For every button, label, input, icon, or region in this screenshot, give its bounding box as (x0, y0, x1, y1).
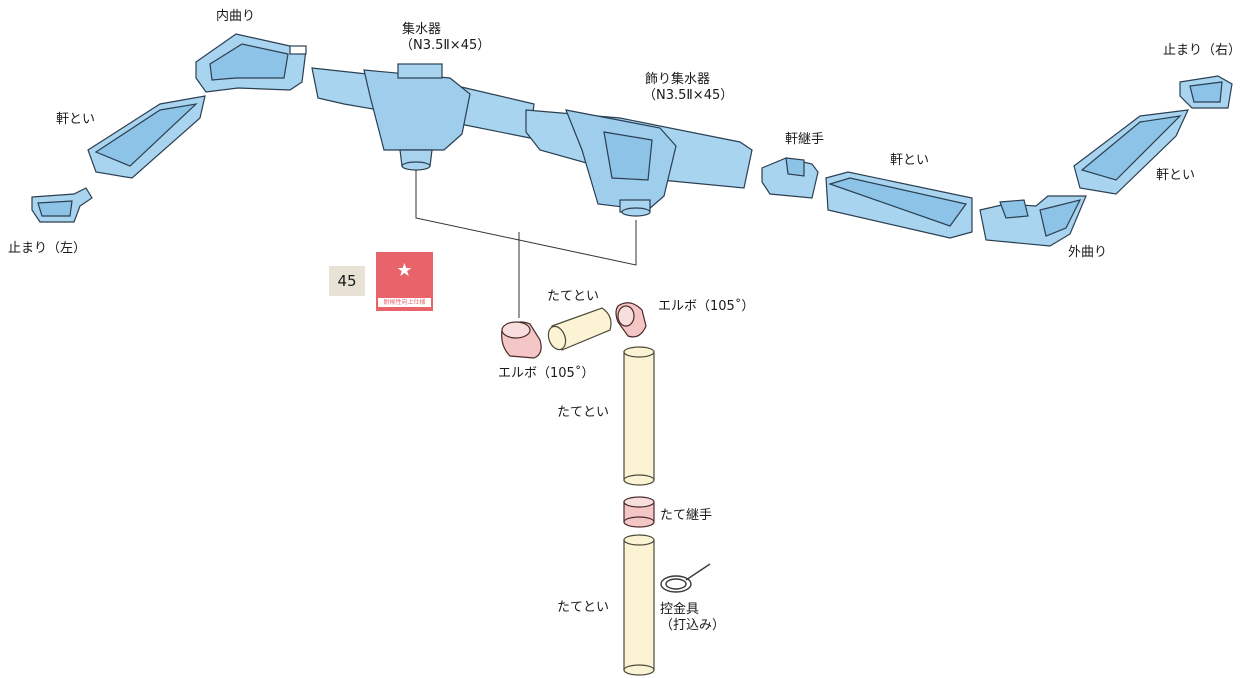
deco-outlet-part (525, 109, 753, 217)
eaves-gutter-left-label: 軒とい (56, 112, 96, 127)
eaves-gutter-mid-part (825, 171, 973, 239)
badge-caption: 耐候性向上仕様 (378, 298, 431, 307)
stop-end-right-label: 止まり（右） (1163, 43, 1242, 58)
elbow-right-part (615, 302, 647, 338)
stop-end-left-part (31, 187, 93, 223)
elbow-left-part (501, 321, 542, 359)
stop-end-left-label: 止まり（左） (8, 241, 87, 256)
outlet-name: 集水器 (402, 22, 442, 37)
downpipe-upper-part (623, 346, 655, 486)
eaves-gutter-left-part (87, 95, 206, 179)
elbow-right-label: エルボ（105˚） (658, 299, 755, 314)
pipe-joint-part (623, 496, 655, 528)
downpipe-lower-label: たてとい (557, 600, 610, 615)
weather-resistance-badge: ★ 耐候性向上仕様 (376, 252, 433, 311)
downpipe-short-part (547, 307, 612, 351)
bracket-spec: （打込み） (660, 618, 726, 633)
outer-corner-label: 外曲り (1068, 245, 1108, 260)
downpipe-short-label: たてとい (547, 289, 600, 304)
bracket-part (660, 563, 711, 593)
downpipe-lower-part (623, 534, 655, 676)
outer-corner-part (979, 195, 1087, 247)
deco-outlet-label: 飾り集水器 （N3.5Ⅱ×45） (643, 72, 734, 104)
star-icon: ★ (396, 260, 413, 281)
outlet-part (311, 63, 535, 171)
eaves-gutter-right-part (1073, 109, 1189, 195)
bracket-name: 控金具 (660, 602, 700, 617)
eaves-joint-part (761, 157, 819, 199)
spec-number-badge: 45 (329, 266, 365, 296)
eaves-gutter-right-label: 軒とい (1156, 168, 1196, 183)
connector-lines (415, 170, 637, 318)
outlet-label: 集水器 （N3.5Ⅱ×45） (400, 22, 491, 54)
bracket-label: 控金具 （打込み） (660, 602, 725, 634)
inner-corner-label: 内曲り (216, 9, 256, 24)
inner-corner-part (195, 33, 307, 93)
eaves-gutter-mid-label: 軒とい (890, 153, 930, 168)
stop-end-right-part (1179, 75, 1233, 109)
deco-outlet-name: 飾り集水器 (645, 72, 711, 87)
outlet-spec: （N3.5Ⅱ×45） (400, 38, 491, 53)
elbow-left-label: エルボ（105˚） (498, 366, 595, 381)
pipe-joint-label: たて継手 (660, 508, 713, 523)
eaves-joint-label: 軒継手 (785, 132, 825, 147)
downpipe-upper-label: たてとい (557, 405, 610, 420)
deco-outlet-spec: （N3.5Ⅱ×45） (643, 88, 734, 103)
